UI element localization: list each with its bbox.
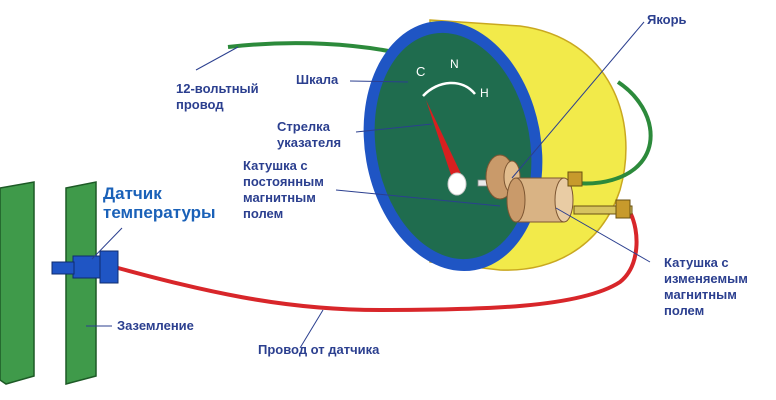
engine-block-right: [65, 181, 97, 385]
leader-coil-variable: [555, 207, 651, 263]
label-coil-permanent: Катушка с постоянным магнитным полем: [243, 158, 324, 221]
label-needle: Стрелка указателя: [277, 119, 342, 150]
label-scale: Шкала: [296, 72, 339, 87]
sensor-tip: [51, 261, 75, 275]
leader-sensor-wire: [299, 309, 324, 349]
label-ground: Заземление: [117, 318, 194, 333]
terminal-upper: [567, 171, 583, 187]
label-temperature-sensor: Датчик температуры: [103, 184, 216, 222]
leader-scale: [349, 80, 409, 83]
red-sensor-wire: [117, 211, 639, 313]
green-wire-to-terminal: [574, 80, 653, 186]
gauge-face: [374, 32, 532, 260]
label-armature: Якорь: [647, 12, 687, 27]
needle-pivot: [447, 172, 467, 196]
engine-block-left: [0, 181, 35, 385]
leader-armature: [511, 21, 645, 179]
dial-letter-n: N: [450, 57, 459, 71]
dial-letter-c: C: [416, 64, 425, 79]
coil-variable-end: [554, 177, 574, 223]
leader-wire12v: [195, 46, 239, 71]
leader-coil-permanent: [335, 189, 501, 207]
scale-arc: [422, 81, 476, 97]
leader-sensor: [91, 227, 123, 260]
label-sensor-wire: Провод от датчика: [258, 342, 380, 357]
needle: [426, 100, 463, 184]
terminal-lower: [573, 205, 633, 215]
leader-needle: [355, 123, 433, 133]
dial-letter-h: H: [480, 86, 489, 100]
coil-variable-front: [506, 177, 526, 223]
terminal-lower-nut: [615, 199, 631, 219]
sensor-nut: [99, 250, 119, 284]
label-coil-variable: Катушка с изменяемым магнитным полем: [664, 255, 748, 318]
label-12v-wire: 12-вольтный провод: [176, 81, 259, 112]
